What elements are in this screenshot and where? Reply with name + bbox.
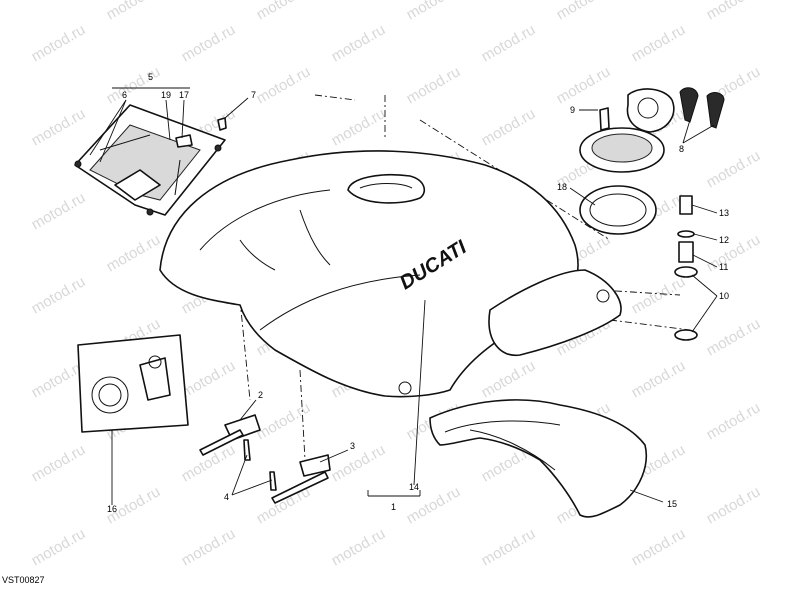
watermark-text: motod.ru xyxy=(554,63,614,107)
watermark-text: motod.ru xyxy=(479,105,539,149)
watermark-text: motod.ru xyxy=(254,0,314,23)
callout-labels: 5 6 19 17 7 9 8 18 13 12 11 10 15 16 2 3… xyxy=(107,72,729,514)
screw-7 xyxy=(217,117,227,131)
watermark-text: motod.ru xyxy=(479,525,539,569)
callout-16: 16 xyxy=(107,504,117,514)
callout-14: 14 xyxy=(409,482,419,492)
watermark-text: motod.ru xyxy=(479,357,539,401)
watermark-text: motod.ru xyxy=(629,21,689,65)
watermark-text: motod.ru xyxy=(29,441,89,485)
watermark-text: motod.ru xyxy=(329,21,389,65)
watermark-text: motod.ru xyxy=(254,399,314,443)
watermark-text: motod.ru xyxy=(329,525,389,569)
watermark-text: motod.ru xyxy=(29,525,89,569)
callout-5: 5 xyxy=(148,72,153,82)
callout-18: 18 xyxy=(557,182,567,192)
watermark-text: motod.ru xyxy=(479,21,539,65)
tank-rear-flange xyxy=(488,269,622,357)
watermark-text: motod.ru xyxy=(404,0,464,23)
callout-6: 6 xyxy=(122,90,127,100)
cap-gasket xyxy=(579,185,657,235)
leader-lines xyxy=(89,87,718,505)
callout-1: 1 xyxy=(391,502,396,512)
watermark-text: motod.ru xyxy=(104,63,164,107)
watermark-text: motod.ru xyxy=(704,483,764,527)
watermark-text: motod.ru xyxy=(629,357,689,401)
callout-15: 15 xyxy=(667,499,677,509)
watermark-text: motod.ru xyxy=(179,357,239,401)
callout-12: 12 xyxy=(719,235,729,245)
watermark-text: motod.ru xyxy=(329,441,389,485)
watermark-text: motod.ru xyxy=(254,63,314,107)
callout-8: 8 xyxy=(679,144,684,154)
watermark-text: motod.ru xyxy=(704,147,764,191)
watermark-text: motod.ru xyxy=(704,399,764,443)
fuel-tank: DUCATI xyxy=(159,150,579,398)
callout-17: 17 xyxy=(179,90,189,100)
watermark-text: motod.ru xyxy=(704,231,764,275)
watermark-text: motod.ru xyxy=(104,231,164,275)
rear-mount-stack xyxy=(674,195,698,341)
watermark-text: motod.ru xyxy=(404,63,464,107)
watermark-text: motod.ru xyxy=(629,525,689,569)
filler-recess-detail xyxy=(77,334,189,433)
watermark-text: motod.ru xyxy=(29,189,89,233)
callout-2: 2 xyxy=(258,390,263,400)
watermark-text: motod.ru xyxy=(704,0,764,23)
assembly-lines xyxy=(239,94,691,461)
rubber-pad xyxy=(175,134,193,148)
callout-7: 7 xyxy=(251,90,256,100)
callout-9: 9 xyxy=(570,105,575,115)
front-mount-bracket-right xyxy=(269,454,331,504)
callout-10: 10 xyxy=(719,291,729,301)
diagram-code: VST00827 xyxy=(2,575,45,585)
callout-19: 19 xyxy=(161,90,171,100)
callout-11: 11 xyxy=(719,262,728,272)
watermark-text: motod.ru xyxy=(554,0,614,23)
watermark-text: motod.ru xyxy=(329,105,389,149)
front-mount-bracket-left xyxy=(199,414,261,461)
heat-shield xyxy=(429,399,647,518)
filler-cap-assembly xyxy=(579,87,725,173)
watermark-text: motod.ru xyxy=(29,273,89,317)
watermark-text: motod.ru xyxy=(179,21,239,65)
watermark-text: motod.ru xyxy=(179,525,239,569)
callout-4: 4 xyxy=(224,492,229,502)
watermark-text: motod.ru xyxy=(29,21,89,65)
callout-13: 13 xyxy=(719,208,729,218)
watermark-text: motod.ru xyxy=(29,105,89,149)
callout-3: 3 xyxy=(350,441,355,451)
watermark-text: motod.ru xyxy=(704,315,764,359)
watermark-text: motod.ru xyxy=(104,0,164,23)
